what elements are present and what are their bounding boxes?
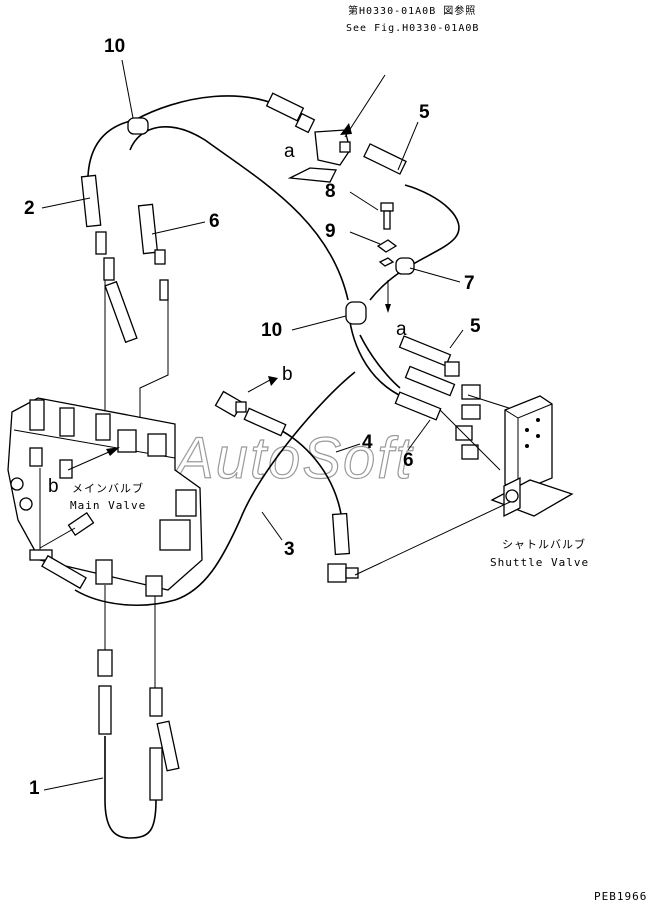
- arrow-down-a: [385, 304, 391, 313]
- top-right-fittings: [265, 92, 407, 175]
- callout-8: 8: [325, 181, 336, 202]
- main-valve-body: [7, 397, 203, 597]
- upper-hose-loop: [87, 95, 349, 301]
- left-hose-tail: [104, 280, 138, 344]
- letter-a-mid: a: [396, 319, 407, 340]
- callout-6-top: 6: [209, 211, 220, 232]
- clamp-7: [395, 257, 415, 275]
- letter-b-left: b: [48, 476, 59, 497]
- right-hose-loop: [345, 184, 460, 399]
- callout-9: 9: [325, 221, 336, 242]
- valve-pointer-b: [67, 447, 120, 471]
- hose-1: [97, 585, 180, 839]
- hose-end-2: [80, 174, 115, 281]
- callout-2: 2: [24, 198, 35, 219]
- washer-9: [376, 239, 398, 267]
- callout-leaders: [41, 59, 464, 791]
- clamp-10-mid: [345, 301, 367, 325]
- bolt-8: [380, 202, 394, 230]
- left-port-fitting: [39, 511, 95, 549]
- pilot-lines-upper: [104, 280, 169, 440]
- callout-5-top: 5: [419, 102, 430, 123]
- clamp-10-top: [127, 117, 149, 135]
- main-valve-label-en: Main Valve: [70, 499, 146, 512]
- right-hose-fittings: [394, 335, 516, 471]
- top-bracket-fitting: [287, 74, 386, 183]
- callout-3: 3: [284, 539, 295, 560]
- callout-4: 4: [362, 432, 373, 453]
- callout-6-bot: 6: [403, 450, 414, 471]
- fitting-b-top: [214, 376, 278, 418]
- shuttle-valve-label-en: Shuttle Valve: [490, 556, 589, 569]
- shuttle-valve-label-jp: シャトルバルブ: [502, 537, 586, 551]
- callout-10-top: 10: [104, 36, 125, 57]
- hose-3: [74, 371, 356, 606]
- main-valve-label-jp: メインバルブ: [72, 481, 144, 495]
- hose-4: [243, 407, 359, 583]
- hose-end-6-top: [137, 203, 169, 301]
- letter-a-top: a: [284, 141, 295, 162]
- callout-7: 7: [464, 273, 475, 294]
- shuttle-leader: [354, 501, 511, 576]
- callout-10-mid: 10: [261, 320, 282, 341]
- drawing-code: PEB1966: [594, 890, 647, 903]
- callout-5-mid: 5: [470, 316, 481, 337]
- shuttle-valve-body: [490, 395, 574, 518]
- reference-note-en: See Fig.H0330-01A0B: [346, 23, 479, 34]
- reference-note-jp: 第H0330-01A0B 図参照: [348, 4, 476, 17]
- callout-1: 1: [29, 778, 40, 799]
- letter-b-top: b: [282, 364, 293, 385]
